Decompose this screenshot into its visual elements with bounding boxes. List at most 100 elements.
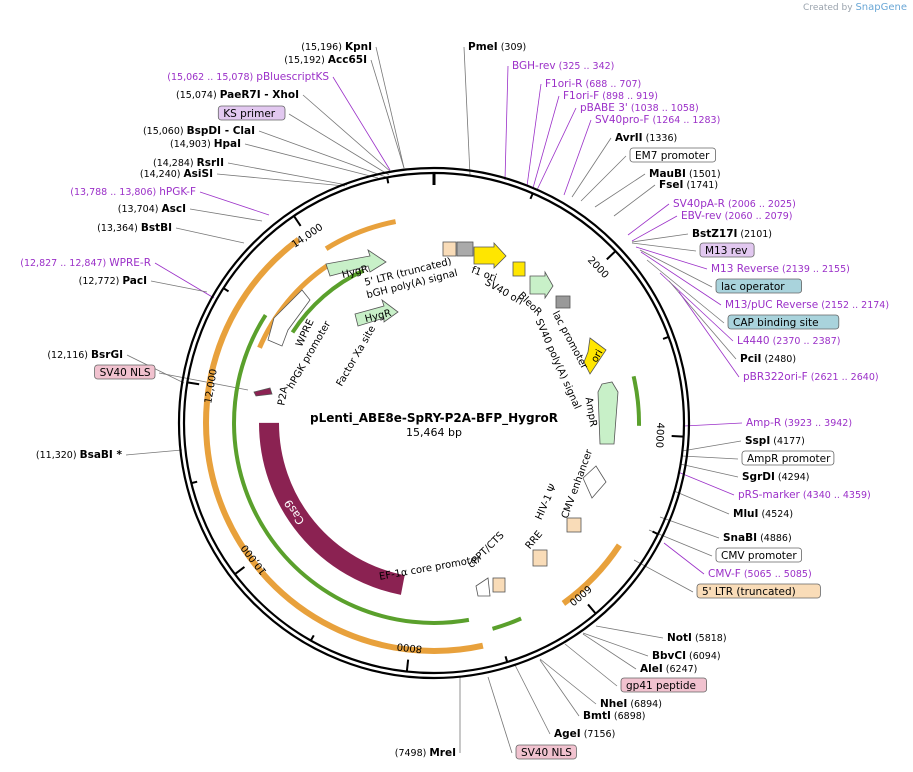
label-bstbi: (13,364) BstBI <box>97 222 172 234</box>
bgh-block <box>456 241 474 257</box>
enzyme-position: (7156) <box>581 729 616 740</box>
primer-position: (688 .. 707) <box>582 79 641 90</box>
enzyme-name: AleI <box>640 663 663 675</box>
enzyme-position: (1336) <box>643 133 678 144</box>
leader-line <box>679 463 739 478</box>
leader-line <box>526 83 542 187</box>
enzyme-name: BbvCI <box>652 650 686 662</box>
enzyme-name: Acc65I <box>328 54 367 66</box>
enzyme-label: FseI (1741) <box>659 179 718 191</box>
enzyme-label: (7498) MreI <box>395 747 456 759</box>
tick-label: 12,000 <box>203 368 220 404</box>
enzyme-name: BstBI <box>141 222 172 234</box>
enzyme-label: SgrDI (4294) <box>742 471 810 483</box>
primer-position: (2370 .. 2387) <box>770 336 841 347</box>
tick-label: 10,000 <box>239 542 269 577</box>
sv40-polya-label: SV40 poly(A) signal <box>533 317 583 411</box>
primer-name: pRS-marker <box>738 489 801 501</box>
leader-line <box>673 490 730 515</box>
primer-position: (2152 .. 2174) <box>818 300 889 311</box>
enzyme-name: BmtI <box>583 710 611 722</box>
enzyme-name: MluI <box>733 508 758 520</box>
enzyme-position: (12,116) <box>47 350 91 361</box>
label-sspi: SspI (4177) <box>745 435 805 447</box>
ef1a-arrow <box>475 577 491 597</box>
leader-line <box>646 259 725 324</box>
tick <box>222 287 230 293</box>
enzyme-name: BstZ17I <box>692 228 737 240</box>
label-fsei: FseI (1741) <box>659 179 718 191</box>
label-agei: AgeI (7156) <box>554 728 615 740</box>
enzyme-name: AgeI <box>554 728 581 740</box>
enzyme-label: SspI (4177) <box>745 435 805 447</box>
backbone-outer <box>177 166 691 680</box>
enzyme-name: SspI <box>745 435 770 447</box>
label-mrei: (7498) MreI <box>395 747 456 759</box>
primer-label: (12,827 .. 12,847) WPRE-R <box>20 257 151 269</box>
feature-box <box>515 744 577 760</box>
ampr-label: AmpR <box>582 396 598 427</box>
label-wpre-r: (12,827 .. 12,847) WPRE-R <box>20 257 151 269</box>
feature-box <box>629 147 716 163</box>
leader-line <box>244 143 379 179</box>
label-acc65i: (15,192) Acc65I <box>284 54 367 66</box>
enzyme-label: BbvCI (6094) <box>652 650 721 662</box>
leader-lines <box>125 46 743 754</box>
primer-label: M13 Reverse (2139 .. 2155) <box>711 263 850 275</box>
enzyme-name: KpnI <box>345 41 372 53</box>
cas9-arc <box>259 422 405 595</box>
feature-name: SV40 NLS <box>521 747 572 759</box>
rre-label: RRE <box>524 529 545 552</box>
tick-label: 8000 <box>396 640 422 654</box>
primer-position: (15,062 .. 15,078) <box>167 72 256 83</box>
ef1a-label: EF-1α core promoter <box>378 554 482 583</box>
sv40ori-block <box>555 295 571 309</box>
label-m13-puc-reverse: M13/pUC Reverse (2152 .. 2174) <box>725 299 889 311</box>
label-prs-marker: pRS-marker (4340 .. 4359) <box>738 489 871 501</box>
feature-name: CAP binding site <box>733 317 819 329</box>
leader-line <box>580 155 627 202</box>
enzyme-position: (7498) <box>395 748 430 759</box>
primer-label: CMV-F (5065 .. 5085) <box>708 568 812 580</box>
enzyme-position: (4886) <box>757 533 792 544</box>
enzyme-position: (13,704) <box>118 204 162 215</box>
label-snabi: SnaBI (4886) <box>723 532 792 544</box>
label-asci: (13,704) AscI <box>118 203 186 215</box>
primer-position: (13,788 .. 13,806) <box>70 187 159 198</box>
hygr-arrow-2 <box>354 298 399 327</box>
leader-line <box>539 659 580 717</box>
leader-line <box>227 162 348 186</box>
enzyme-position: (14,284) <box>153 158 197 169</box>
tick <box>652 530 659 536</box>
tick <box>405 659 410 672</box>
amp-green-arc <box>631 375 642 426</box>
enzyme-label: (12,116) BsrGI <box>47 349 123 361</box>
primer-name: SV40pA-R <box>673 198 725 210</box>
enzyme-position: (6094) <box>686 651 721 662</box>
label-mlui: MluI (4524) <box>733 508 793 520</box>
leader-line <box>175 227 245 244</box>
leader-line <box>683 422 743 427</box>
enzyme-position: (15,060) <box>143 126 187 137</box>
primer-label: F1ori-R (688 .. 707) <box>545 78 641 90</box>
primer-name: hPGK-F <box>159 186 196 198</box>
label-bspdi-clai: (15,060) BspDI - ClaI <box>143 125 255 137</box>
enzyme-label: BstZ17I (2101) <box>692 228 772 240</box>
primer-position: (2139 .. 2155) <box>779 264 850 275</box>
tick-label: 4000 <box>653 422 665 448</box>
leader-line <box>564 643 618 687</box>
enzyme-name: AsiSI <box>184 168 213 180</box>
leader-line <box>216 173 346 187</box>
leader-line <box>158 372 249 391</box>
enzyme-name: HpaI <box>214 138 241 150</box>
leader-line <box>532 95 560 189</box>
label-cmv-promoter: CMV promoter <box>715 547 802 563</box>
f1ori-block <box>512 261 526 277</box>
primer-position: (5065 .. 5085) <box>741 569 812 580</box>
label-pbluescriptks: (15,062 .. 15,078) pBluescriptKS <box>167 71 329 83</box>
psi-block <box>566 517 582 533</box>
p2a-block <box>253 387 273 397</box>
tick <box>606 250 617 261</box>
primer-name: pBR322ori-F <box>743 371 808 383</box>
primer-name: F1ori-R <box>545 78 582 90</box>
